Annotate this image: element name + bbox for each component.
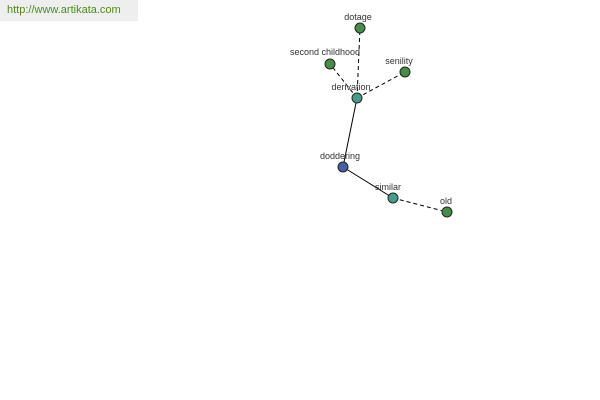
node-label-dotage: dotage <box>344 12 372 22</box>
site-watermark: http://www.artikata.com <box>0 0 138 21</box>
labels-layer: doddering derivation similar dotage second c… <box>290 12 452 206</box>
node-label-old: old <box>440 196 452 206</box>
node-dotage[interactable] <box>354 22 366 34</box>
node-label-senility: senility <box>385 56 413 66</box>
node-old[interactable] <box>441 206 453 218</box>
edge-doddering-to-similar <box>342 166 394 199</box>
node-second-childhood[interactable] <box>324 58 336 70</box>
node-label-derivation: derivation <box>331 82 370 92</box>
node-derivation[interactable] <box>351 92 363 104</box>
edge-derivation-to-dotage <box>356 27 361 99</box>
edge-similar-to-old <box>392 197 448 213</box>
edge-doddering-to-derivation <box>342 97 358 168</box>
node-similar[interactable] <box>387 192 399 204</box>
node-label-similar: similar <box>375 182 401 192</box>
node-label-doddering: doddering <box>320 151 360 161</box>
edge-derivation-to-senility <box>356 71 406 99</box>
node-doddering[interactable] <box>337 161 349 173</box>
node-senility[interactable] <box>399 66 411 78</box>
edge-derivation-to-second-childhood <box>329 63 358 99</box>
node-label-second-childhood: second childhood <box>290 47 360 57</box>
nodes-layer <box>324 22 453 218</box>
edges-layer <box>329 27 448 213</box>
